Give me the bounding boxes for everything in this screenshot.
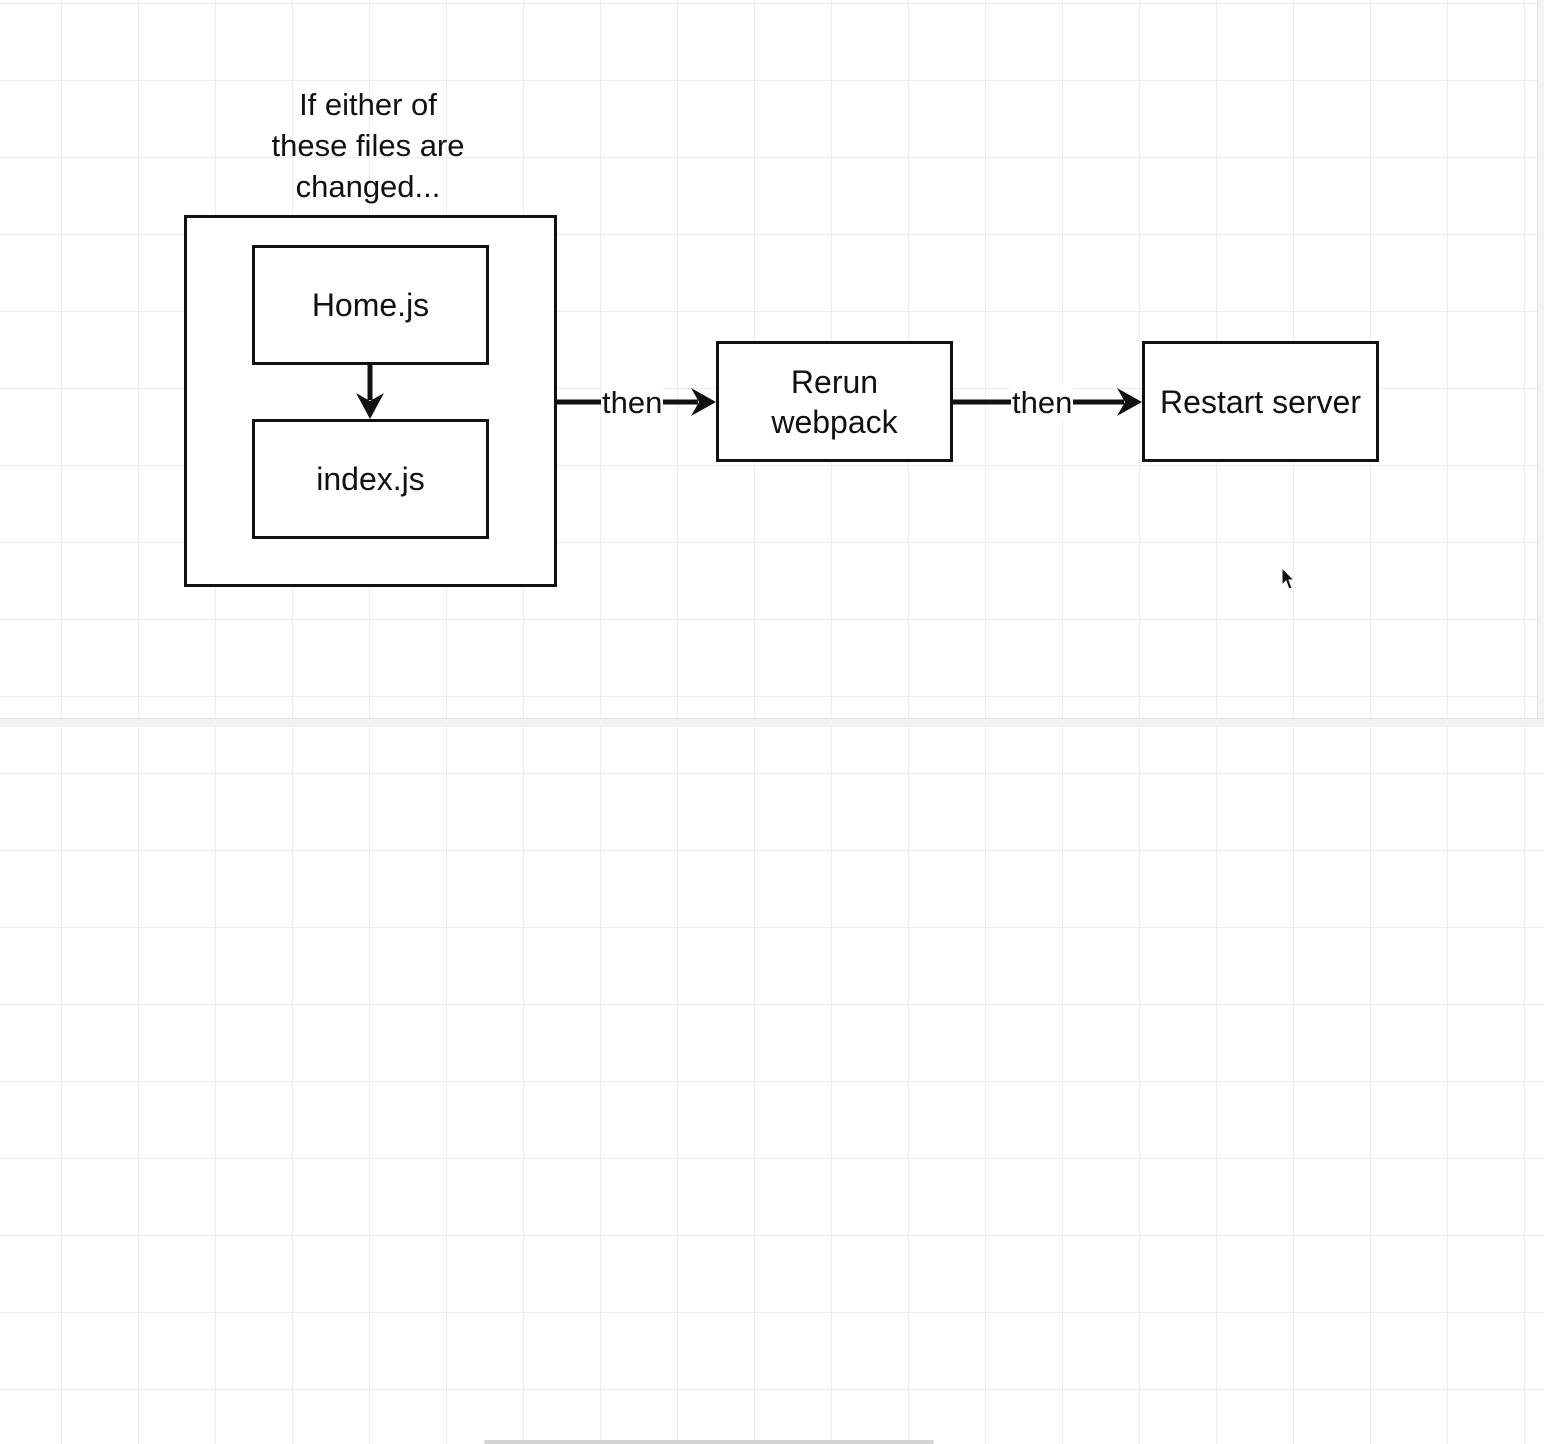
diagram-canvas[interactable]: If either of these files are changed... … <box>0 0 1544 726</box>
connector-layer <box>356 365 1142 419</box>
vertical-scrollbar[interactable] <box>1537 0 1544 726</box>
horizontal-scroll-thumb[interactable] <box>484 1440 934 1444</box>
node-restart-server[interactable]: Restart server <box>1142 341 1379 462</box>
node-rerun-webpack[interactable]: Rerun webpack <box>716 341 953 462</box>
edge-label-then-2: then <box>1011 385 1074 421</box>
node-home-js-label: Home.js <box>311 287 430 323</box>
node-index-js[interactable]: index.js <box>252 419 489 539</box>
mouse-pointer-icon <box>1281 567 1295 590</box>
node-rerun-webpack-label: Rerun webpack <box>771 363 898 440</box>
arrow-home-to-index[interactable] <box>356 365 384 419</box>
node-restart-server-label: Restart server <box>1160 383 1361 420</box>
edge-label-then-1: then <box>601 385 664 421</box>
group-caption: If either of these files are changed... <box>271 87 465 204</box>
node-home-js[interactable]: Home.js <box>252 245 489 365</box>
node-index-js-label: index.js <box>316 461 425 497</box>
